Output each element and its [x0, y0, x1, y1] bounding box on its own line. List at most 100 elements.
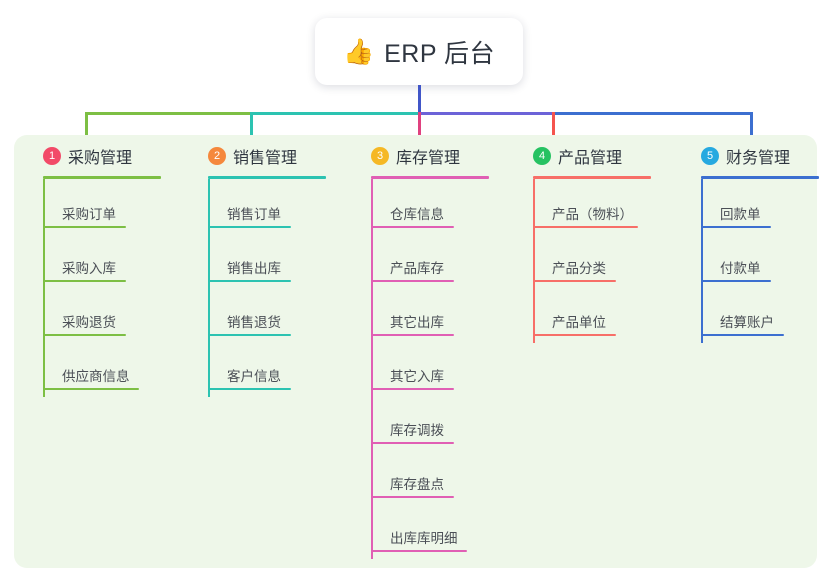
column-spine-inventory — [371, 179, 373, 559]
list-item[interactable]: 采购入库 — [30, 233, 190, 287]
list-item[interactable]: 采购退货 — [30, 287, 190, 341]
column-header-sales[interactable]: 2 销售管理 — [195, 144, 355, 168]
column-spine-sales — [208, 179, 210, 397]
root-stem — [418, 85, 421, 113]
item-rule — [43, 226, 126, 228]
column-product: 4 产品管理产品（物料） 产品分类产品单位 — [520, 144, 680, 343]
column-header-inventory[interactable]: 3 库存管理 — [358, 144, 518, 168]
item-label: 付款单 — [720, 261, 761, 276]
list-item[interactable]: 库存调拨 — [358, 395, 518, 449]
column-title-sales: 销售管理 — [233, 150, 298, 167]
drop-purchase — [85, 112, 88, 142]
item-rule — [371, 334, 454, 336]
badge-number-product: 4 — [533, 147, 551, 165]
item-rule — [208, 226, 291, 228]
column-rule-sales — [208, 176, 326, 179]
branch-panel — [14, 135, 817, 568]
column-items-product: 产品（物料） 产品分类产品单位 — [520, 179, 680, 343]
list-item[interactable]: 回款单 — [688, 179, 838, 233]
item-rule — [371, 496, 454, 498]
column-title-purchase: 采购管理 — [68, 150, 133, 167]
item-rule — [533, 226, 638, 228]
badge-number-purchase: 1 — [43, 147, 61, 165]
list-item[interactable]: 其它入库 — [358, 341, 518, 395]
column-finance: 5 财务管理回款单付款单结算账户 — [688, 144, 838, 343]
column-rule-finance — [701, 176, 819, 179]
item-label: 库存调拨 — [390, 423, 444, 438]
list-item[interactable]: 出库库明细 — [358, 503, 518, 557]
list-item[interactable]: 付款单 — [688, 233, 838, 287]
item-label: 库存盘点 — [390, 477, 444, 492]
item-label: 采购订单 — [62, 207, 116, 222]
bus-green — [85, 112, 252, 115]
list-item[interactable]: 结算账户 — [688, 287, 838, 341]
item-rule — [43, 334, 126, 336]
column-header-finance[interactable]: 5 财务管理 — [688, 144, 838, 168]
list-item[interactable]: 销售退货 — [195, 287, 355, 341]
column-rule-inventory — [371, 176, 489, 179]
drop-finance — [750, 112, 753, 142]
column-spine-finance — [701, 179, 703, 343]
item-rule — [43, 280, 126, 282]
list-item[interactable]: 供应商信息 — [30, 341, 190, 395]
column-sales: 2 销售管理销售订单销售出库销售退货客户信息 — [195, 144, 355, 397]
item-rule — [701, 280, 771, 282]
column-title-finance: 财务管理 — [726, 150, 791, 167]
item-label: 产品（物料） — [552, 207, 633, 222]
root-node[interactable]: 👍 ERP 后台 — [315, 18, 523, 85]
list-item[interactable]: 销售出库 — [195, 233, 355, 287]
badge-number-sales: 2 — [208, 147, 226, 165]
drop-product — [552, 112, 555, 142]
item-label: 产品分类 — [552, 261, 606, 276]
bus-violet — [418, 112, 554, 115]
list-item[interactable]: 产品单位 — [520, 287, 680, 341]
column-header-purchase[interactable]: 1 采购管理 — [30, 144, 190, 168]
item-rule — [208, 388, 291, 390]
badge-number-finance: 5 — [701, 147, 719, 165]
item-rule — [43, 388, 139, 390]
list-item[interactable]: 其它出库 — [358, 287, 518, 341]
item-rule — [371, 388, 454, 390]
list-item[interactable]: 产品（物料） — [520, 179, 680, 233]
item-label: 客户信息 — [227, 369, 281, 384]
column-title-product: 产品管理 — [558, 150, 623, 167]
item-label: 结算账户 — [720, 315, 774, 330]
item-label: 销售退货 — [227, 315, 281, 330]
item-rule — [371, 442, 454, 444]
column-title-inventory: 库存管理 — [396, 150, 461, 167]
list-item[interactable]: 采购订单 — [30, 179, 190, 233]
item-rule — [371, 280, 454, 282]
item-label: 仓库信息 — [390, 207, 444, 222]
column-items-inventory: 仓库信息产品库存其它出库其它入库库存调拨库存盘点出库库明细 — [358, 179, 518, 559]
list-item[interactable]: 客户信息 — [195, 341, 355, 395]
item-label: 销售订单 — [227, 207, 281, 222]
item-rule — [701, 334, 784, 336]
item-label: 供应商信息 — [62, 369, 130, 384]
list-item[interactable]: 销售订单 — [195, 179, 355, 233]
item-label: 销售出库 — [227, 261, 281, 276]
list-item[interactable]: 仓库信息 — [358, 179, 518, 233]
column-items-sales: 销售订单销售出库销售退货客户信息 — [195, 179, 355, 397]
item-rule — [701, 226, 771, 228]
item-rule — [371, 226, 454, 228]
column-inventory: 3 库存管理仓库信息产品库存其它出库其它入库库存调拨库存盘点出库库明细 — [358, 144, 518, 559]
badge-number-inventory: 3 — [371, 147, 389, 165]
column-items-finance: 回款单付款单结算账户 — [688, 179, 838, 343]
thumbs-up-icon: 👍 — [342, 38, 375, 66]
item-label: 回款单 — [720, 207, 761, 222]
item-rule — [371, 550, 467, 552]
column-header-product[interactable]: 4 产品管理 — [520, 144, 680, 168]
item-rule — [533, 334, 616, 336]
column-rule-purchase — [43, 176, 161, 179]
item-label: 产品单位 — [552, 315, 606, 330]
list-item[interactable]: 库存盘点 — [358, 449, 518, 503]
bus-teal — [250, 112, 420, 115]
item-rule — [208, 334, 291, 336]
list-item[interactable]: 产品库存 — [358, 233, 518, 287]
list-item[interactable]: 产品分类 — [520, 233, 680, 287]
item-label: 采购退货 — [62, 315, 116, 330]
drop-inventory — [418, 112, 421, 142]
item-label: 采购入库 — [62, 261, 116, 276]
item-rule — [208, 280, 291, 282]
